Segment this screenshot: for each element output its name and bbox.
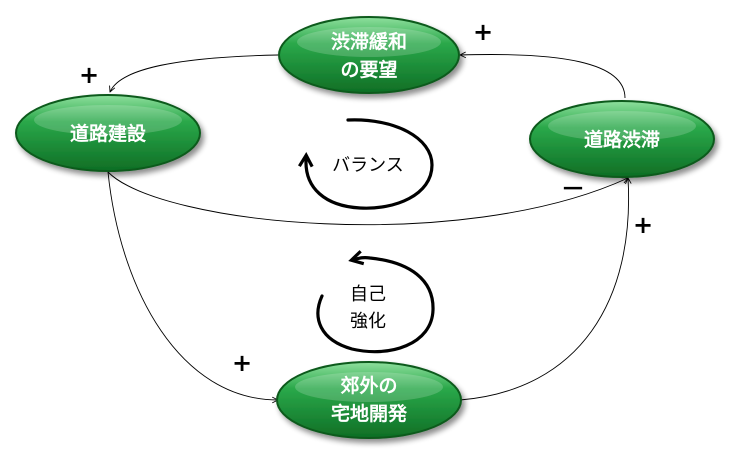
balance-loop-label: バランス	[332, 155, 404, 176]
reinforcing-loop-arrow	[316, 250, 435, 354]
node-road-congestion-label: 道路渋滞	[584, 128, 660, 151]
sign-congestion-to-relief: +	[473, 18, 493, 46]
node-congestion-relief-demand	[278, 16, 460, 94]
node-congestion-relief-label-line1: 渋滞緩和	[331, 30, 407, 53]
sign-construction-to-development: +	[232, 349, 252, 377]
edge-congestion-to-relief	[460, 54, 626, 99]
node-road-construction-label: 道路建設	[70, 122, 147, 145]
node-road-congestion	[529, 100, 715, 178]
reinforcing-loop-label-line1: 自己	[350, 284, 386, 305]
edge-construction-to-congestion	[107, 171, 628, 226]
edge-construction-to-development	[107, 171, 278, 400]
node-suburban-development-label-line2: 宅地開発	[331, 402, 408, 425]
node-suburban-development-label-line1: 郊外の	[340, 374, 397, 397]
edge-development-to-congestion	[459, 178, 629, 401]
node-congestion-relief-label-line2: の要望	[340, 58, 397, 81]
balance-loop-arrow	[298, 118, 434, 210]
node-road-construction	[15, 94, 201, 172]
sign-relief-to-construction: +	[79, 61, 99, 89]
node-suburban-development	[276, 361, 462, 439]
reinforcing-loop-label-line2: 強化	[350, 311, 386, 332]
sign-development-to-congestion: +	[633, 211, 653, 239]
edge-relief-to-construction	[110, 54, 279, 92]
sign-construction-to-congestion: －	[561, 175, 585, 203]
